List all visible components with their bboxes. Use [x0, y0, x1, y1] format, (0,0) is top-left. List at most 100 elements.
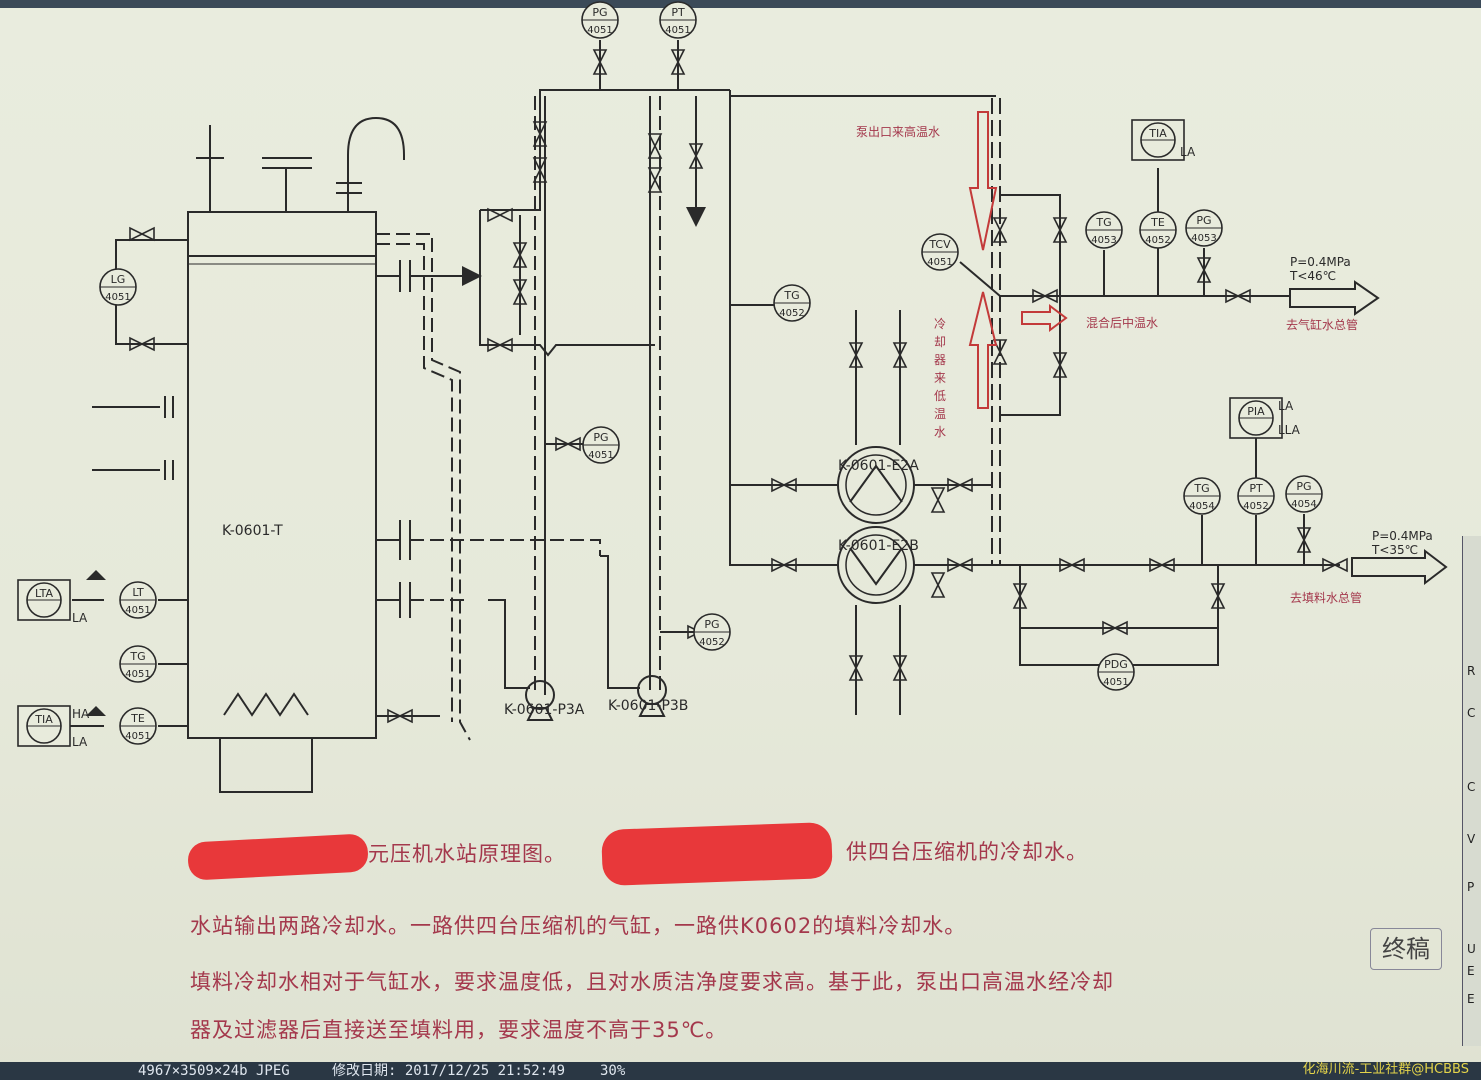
status-image-size: 4967×3509×24b JPEG: [138, 1063, 290, 1079]
instrument-tag-text: PT: [671, 6, 685, 19]
status-modified-date: 修改日期: 2017/12/25 21:52:49: [332, 1063, 566, 1079]
instrument-pg-out: PG 4053: [1185, 209, 1223, 247]
cylinder-pressure: P=0.4MPa: [1290, 255, 1351, 269]
te-alarm-la: LA: [72, 735, 88, 749]
paragraph-1a: 元压机水站原理图。: [368, 842, 566, 866]
cold-water-note-char: 器: [934, 353, 946, 367]
instrument-pg-pumpb: PG 4052: [693, 613, 731, 651]
instrument-tag-text: 4052: [779, 308, 804, 319]
instrument-tag-text: 4051: [927, 257, 952, 268]
instrument-tag-text: PG: [592, 6, 607, 19]
cylinder-dest-note: 去气缸水总管: [1286, 317, 1358, 332]
cold-water-note-char: 低: [934, 389, 946, 403]
instrument-tag-text: TE: [130, 712, 145, 725]
instrument-tag-text: 4054: [1291, 499, 1316, 510]
instrument-tag-text: 4052: [699, 637, 724, 648]
instrument-tg-out: TG 4053: [1085, 211, 1123, 249]
side-panel-letter: R: [1467, 664, 1476, 678]
packing-temp: T<35℃: [1371, 543, 1418, 557]
tia-out-alarm: LA: [1180, 145, 1196, 159]
cylinder-outlet-arrow: [1289, 280, 1380, 316]
instrument-tag-text: 4051: [1103, 677, 1128, 688]
packing-outlet-arrow: [1351, 548, 1448, 586]
pump-a-label: K-0601-P3A: [504, 702, 585, 718]
cold-water-note-char: 冷: [934, 317, 946, 331]
instrument-tag-text: 4053: [1091, 235, 1116, 246]
paragraph-1b: 供四台压缩机的冷却水。: [846, 840, 1088, 864]
paragraph-3: 填料冷却水相对于气缸水，要求温度低，且对水质洁净度要求高。基于此，泵出口高温水经…: [190, 970, 1114, 994]
instrument-pdg: PDG 4051: [1097, 653, 1135, 691]
instrument-pt-top: PT 4051: [659, 1, 697, 39]
instrument-tag-text: PDG: [1104, 658, 1128, 671]
instrument-tag-text: 4054: [1189, 501, 1214, 512]
instrument-tag-text: 4052: [1243, 501, 1268, 512]
instrument-tag-text: TE: [1150, 216, 1165, 229]
instrument-tia-tank: TIA: [17, 705, 71, 747]
side-panel-letter: E: [1467, 992, 1475, 1006]
side-panel-letter: U: [1467, 942, 1476, 956]
cold-water-note-char: 却: [934, 335, 946, 349]
watermark: 化海川流-工业社群@HCBBS: [1302, 1062, 1469, 1077]
instrument-tag-text: PG: [1196, 214, 1211, 227]
cooler-a-label: K-0601-E2A: [838, 458, 919, 474]
mixed-water-note: 混合后中温水: [1086, 315, 1158, 330]
instrument-pt-fill: PT 4052: [1237, 477, 1275, 515]
instrument-tia-out: TIA: [1131, 119, 1185, 161]
instrument-lt: LT 4051: [119, 581, 157, 619]
instrument-tg-fill: TG 4054: [1183, 477, 1221, 515]
instrument-tag-text: 4051: [125, 731, 150, 742]
instrument-tag-text: 4051: [665, 25, 690, 36]
instrument-tag-text: 4051: [587, 25, 612, 36]
instrument-tag-text: 4051: [105, 292, 130, 303]
instrument-tag-text: PIA: [1247, 405, 1265, 418]
instrument-lta: LTA: [17, 579, 71, 621]
top-window-bar: [0, 0, 1481, 8]
final-draft-stamp: 终稿: [1370, 928, 1442, 970]
tank-label: K-0601-T: [222, 523, 283, 539]
mixed-water-arrow: [1021, 304, 1068, 332]
cold-water-note-char: 温: [934, 407, 946, 421]
status-bar: 4967×3509×24b JPEG 修改日期: 2017/12/25 21:5…: [0, 1062, 1481, 1080]
instrument-pg-top: PG 4051: [581, 1, 619, 39]
side-panel-letter: C: [1467, 780, 1476, 794]
status-zoom[interactable]: 30%: [600, 1063, 626, 1079]
pump-b-label: K-0601-P3B: [608, 698, 688, 714]
instrument-tag-text: TIA: [1148, 127, 1167, 140]
instrument-tag-text: PT: [1249, 482, 1263, 495]
side-panel-letter: E: [1467, 964, 1475, 978]
instrument-tag-text: 4053: [1191, 233, 1216, 244]
instrument-tag-text: LTA: [35, 587, 53, 600]
cooler-b-label: K-0601-E2B: [838, 538, 919, 554]
pia-alarm-la: LA: [1278, 399, 1294, 413]
instrument-tag-text: TG: [1095, 216, 1111, 229]
side-panel-letter: P: [1467, 880, 1475, 894]
instrument-tag-text: TG: [1193, 482, 1209, 495]
hot-water-note: 泵出口来高温水: [856, 124, 940, 139]
hot-water-arrow: [968, 111, 998, 251]
cold-water-arrow: [968, 291, 998, 409]
cold-water-note-char: 来: [934, 371, 946, 385]
instrument-te-out: TE 4052: [1139, 211, 1177, 249]
instrument-tag-text: TCV: [928, 238, 951, 251]
instrument-tag-text: 4051: [125, 669, 150, 680]
instrument-tag-text: 4051: [125, 605, 150, 616]
instrument-tag-text: 4052: [1145, 235, 1170, 246]
paragraph-4: 器及过滤器后直接送至填料用，要求温度不高于35℃。: [190, 1018, 728, 1042]
side-panel-letter: V: [1467, 832, 1476, 846]
instrument-tag-text: LT: [132, 586, 144, 599]
tank-k0601t: [187, 211, 377, 739]
instrument-tag-text: PG: [704, 618, 719, 631]
lt-alarm-la: LA: [72, 611, 88, 625]
side-panel-letter: C: [1467, 706, 1476, 720]
instrument-tag-text: TG: [129, 650, 145, 663]
instrument-tag-text: TG: [783, 289, 799, 302]
valves: [129, 49, 1348, 724]
instrument-tcv: TCV 4051: [921, 233, 959, 271]
cold-water-note-char: 水: [934, 425, 946, 439]
instrument-tag-text: 4051: [588, 450, 613, 461]
instrument-tg-mid: TG 4052: [773, 284, 811, 322]
paragraph-2: 水站输出两路冷却水。一路供四台压缩机的气缸，一路供K0602的填料冷却水。: [190, 914, 967, 938]
